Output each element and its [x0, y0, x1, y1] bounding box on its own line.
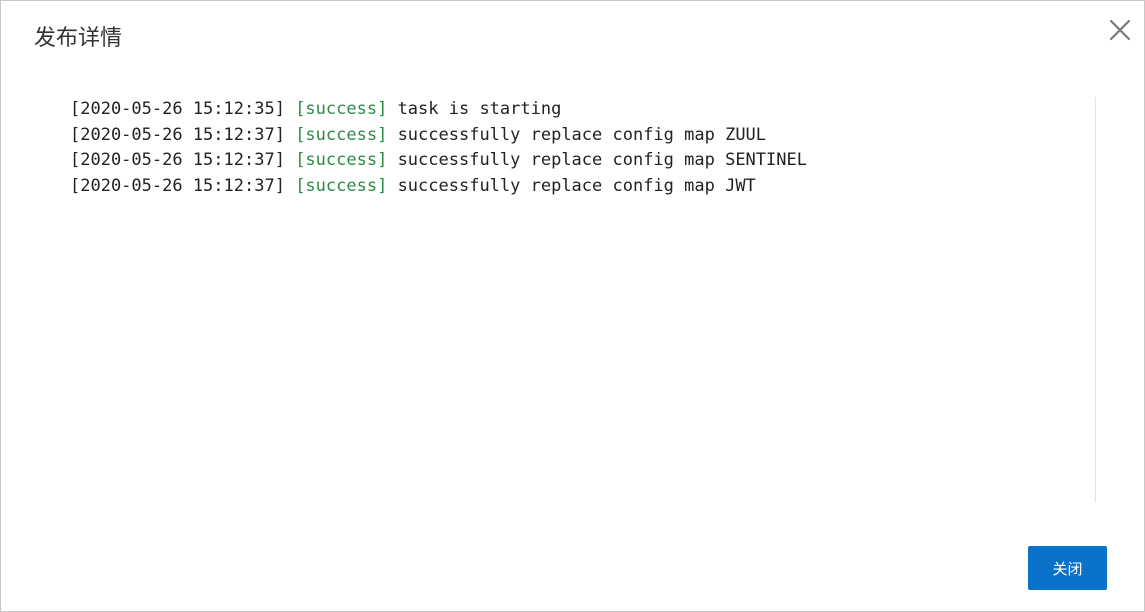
log-line: [2020-05-26 15:12:37] [success] successf…	[70, 148, 807, 174]
log-status: [success]	[295, 176, 388, 197]
dialog-close-button[interactable]	[1105, 15, 1135, 45]
log-timestamp: [2020-05-26 15:12:37]	[70, 176, 285, 197]
log-output-panel[interactable]: [2020-05-26 15:12:35] [success] task is …	[51, 97, 1096, 502]
close-button[interactable]: 关闭	[1028, 546, 1107, 590]
log-line: [2020-05-26 15:12:37] [success] successf…	[70, 123, 807, 149]
log-message: task is starting	[397, 99, 562, 119]
log-message: successfully replace config map JWT	[397, 176, 756, 197]
log-message: successfully replace config map SENTINEL	[397, 150, 807, 171]
log-list: [2020-05-26 15:12:35] [success] task is …	[70, 97, 807, 200]
log-line: [2020-05-26 15:12:35] [success] task is …	[70, 97, 807, 123]
close-icon	[1109, 19, 1131, 41]
log-message: successfully replace config map ZUUL	[397, 124, 767, 145]
dialog-title: 发布详情	[34, 26, 123, 51]
log-line: [2020-05-26 15:12:37] [success] successf…	[70, 174, 807, 200]
log-status: [success]	[295, 99, 388, 119]
log-timestamp: [2020-05-26 15:12:37]	[70, 124, 285, 145]
log-status: [success]	[295, 124, 388, 145]
log-status: [success]	[295, 150, 388, 171]
log-timestamp: [2020-05-26 15:12:37]	[70, 150, 285, 171]
log-timestamp: [2020-05-26 15:12:35]	[70, 99, 285, 119]
